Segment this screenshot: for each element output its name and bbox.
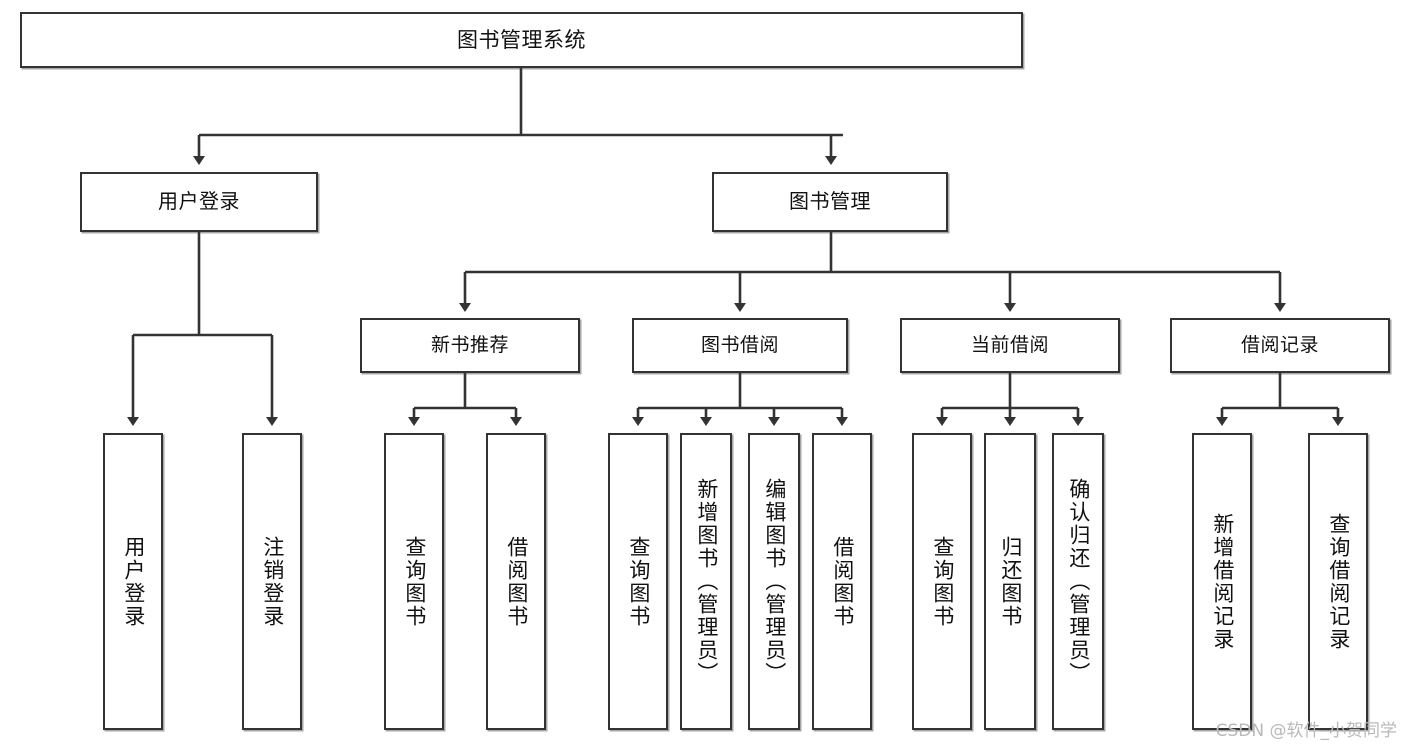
node-label: 当前借阅 <box>970 334 1049 357</box>
node-label: 用户登录 <box>121 535 146 628</box>
node-book-borrow[interactable]: 图书借阅 <box>632 318 848 373</box>
node-label: 借阅图书 <box>830 535 855 628</box>
leaf-bookborrow-add-book-admin[interactable]: 新增图书（管理员） <box>680 433 732 730</box>
node-label: 用户登录 <box>158 189 240 214</box>
node-label: 图书管理 <box>789 189 871 214</box>
node-label: 查询图书 <box>402 535 427 628</box>
node-label: 新增借阅记录 <box>1210 512 1235 651</box>
leaf-user-login-signout[interactable]: 注销登录 <box>242 433 302 730</box>
leaf-currentborrow-return-book[interactable]: 归还图书 <box>984 433 1036 730</box>
node-label: 查询图书 <box>930 535 955 628</box>
leaf-newbook-borrow-book[interactable]: 借阅图书 <box>486 433 546 730</box>
node-label: 借阅图书 <box>504 535 529 628</box>
leaf-currentborrow-query-book[interactable]: 查询图书 <box>912 433 972 730</box>
node-label: 编辑图书（管理员） <box>762 478 787 685</box>
node-label: 确认归还（管理员） <box>1066 478 1091 685</box>
leaf-bookborrow-borrow-book[interactable]: 借阅图书 <box>812 433 872 730</box>
leaf-user-login-signin[interactable]: 用户登录 <box>103 433 163 730</box>
node-label: 新增图书（管理员） <box>694 478 719 685</box>
node-label: 新书推荐 <box>430 334 509 357</box>
node-label: 归还图书 <box>998 535 1023 628</box>
node-label: 注销登录 <box>260 535 285 628</box>
node-book-management[interactable]: 图书管理 <box>712 172 948 232</box>
csdn-watermark: CSDN @软件_小贺同学 <box>1215 721 1397 741</box>
node-user-login[interactable]: 用户登录 <box>80 172 318 232</box>
node-label: 借阅记录 <box>1240 334 1319 357</box>
node-new-book-recommend[interactable]: 新书推荐 <box>360 318 580 373</box>
leaf-newbook-query-book[interactable]: 查询图书 <box>384 433 444 730</box>
leaf-currentborrow-confirm-return-admin[interactable]: 确认归还（管理员） <box>1052 433 1104 730</box>
node-borrow-record[interactable]: 借阅记录 <box>1170 318 1390 373</box>
leaf-borrowrecord-add-record[interactable]: 新增借阅记录 <box>1192 433 1252 730</box>
node-label: 查询借阅记录 <box>1326 512 1351 651</box>
leaf-bookborrow-query-book[interactable]: 查询图书 <box>608 433 668 730</box>
node-label: 查询图书 <box>626 535 651 628</box>
node-current-borrow[interactable]: 当前借阅 <box>900 318 1120 373</box>
node-root-system[interactable]: 图书管理系统 <box>20 12 1023 68</box>
node-label: 图书管理系统 <box>457 27 586 52</box>
leaf-borrowrecord-query-record[interactable]: 查询借阅记录 <box>1308 433 1368 730</box>
node-label: 图书借阅 <box>700 334 779 357</box>
leaf-bookborrow-edit-book-admin[interactable]: 编辑图书（管理员） <box>748 433 800 730</box>
